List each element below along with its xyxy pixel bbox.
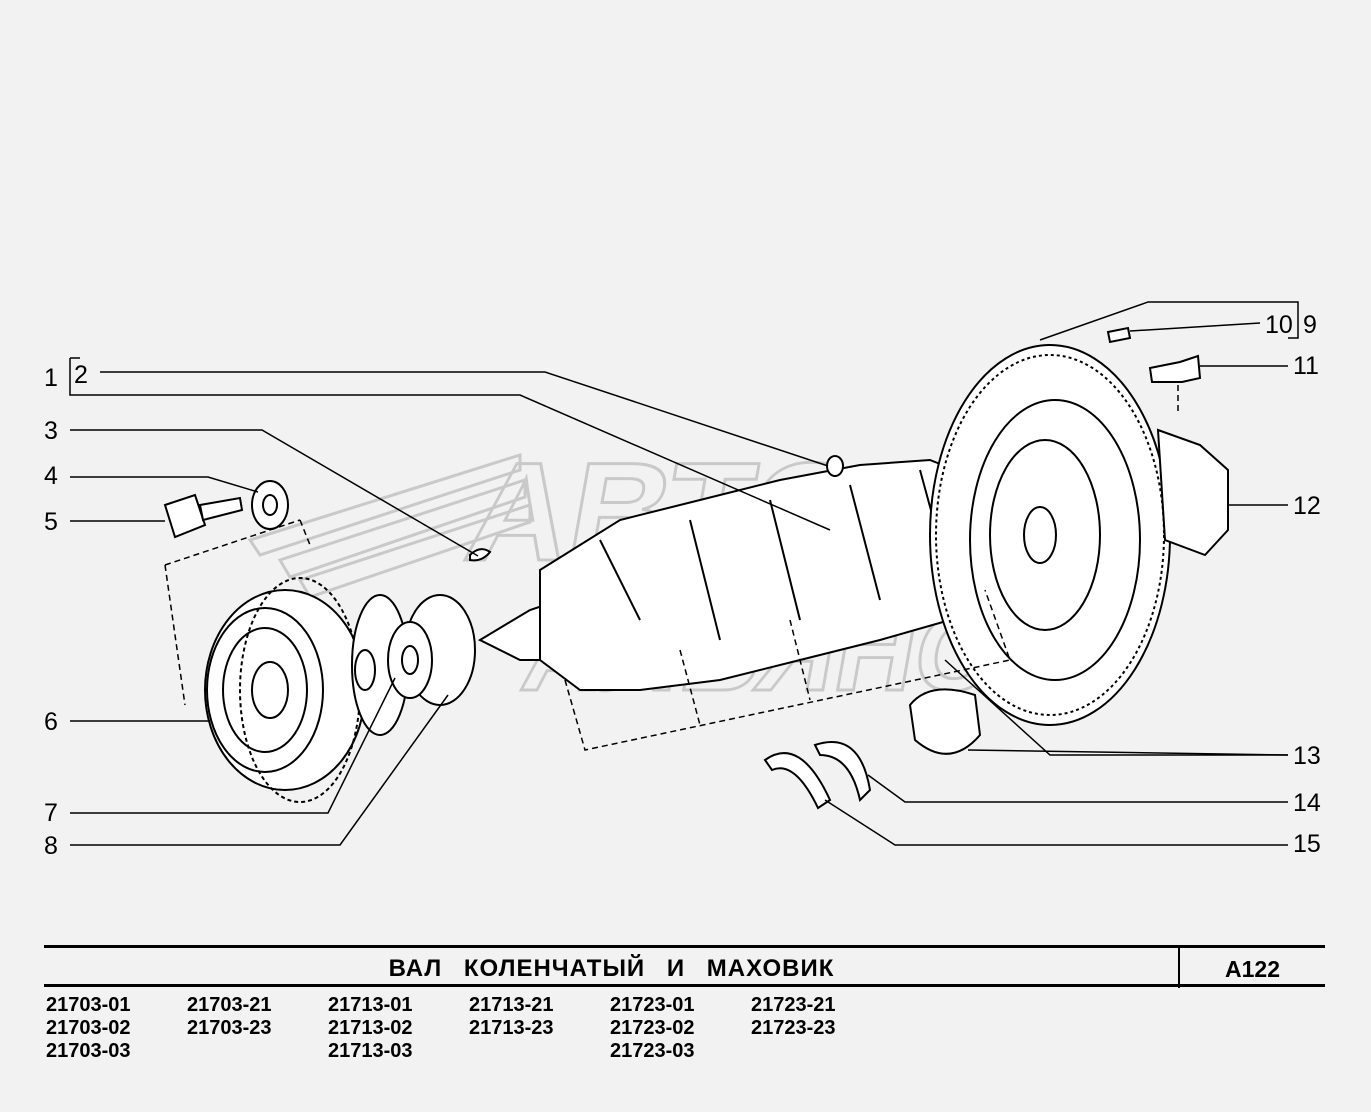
callout-7: 7 — [44, 799, 58, 827]
main-bearing-shell — [908, 688, 982, 755]
title-bar: ВАЛ КОЛЕНЧАТЫЙ И МАХОВИК А122 — [44, 945, 1325, 988]
model-column: 21713-21 21713-23 — [469, 994, 609, 1040]
diagram-title: ВАЛ КОЛЕНЧАТЫЙ И МАХОВИК — [388, 955, 835, 982]
parts-diagram: АВТО АЛЬЯНС — [69, 301, 1299, 846]
callout-14: 14 — [1293, 789, 1321, 817]
model-code: 21723-21 — [751, 994, 836, 1016]
flywheel-bolt — [1148, 354, 1202, 383]
thrust-half-ring-upper — [813, 741, 872, 802]
callout-4: 4 — [44, 462, 58, 490]
model-code: 21703-02 — [46, 1017, 131, 1039]
callout-1: 1 — [44, 364, 58, 392]
callout-12: 12 — [1293, 492, 1321, 520]
model-code: 21723-03 — [610, 1040, 695, 1062]
callout-10: 10 — [1265, 311, 1293, 339]
callout-6: 6 — [44, 708, 58, 736]
callout-5: 5 — [44, 508, 58, 536]
page-code: А122 — [1225, 956, 1280, 982]
callout-15: 15 — [1293, 830, 1321, 858]
model-column: 21723-01 21723-02 21723-03 — [610, 994, 750, 1063]
model-code: 21703-23 — [187, 1017, 272, 1039]
model-code: 21703-21 — [187, 994, 272, 1016]
model-code: 21703-01 — [46, 994, 131, 1016]
callout-9: 9 — [1303, 311, 1317, 339]
toothed-pulley — [387, 594, 476, 706]
callout-2: 2 — [74, 361, 88, 389]
model-code: 21703-03 — [46, 1040, 131, 1062]
model-column: 21703-01 21703-02 21703-03 — [46, 994, 186, 1063]
model-column: 21723-21 21723-23 — [751, 994, 891, 1040]
pulley — [204, 577, 366, 803]
thrust-half-ring-lower — [763, 752, 832, 810]
model-code: 21713-01 — [328, 994, 413, 1016]
callout-13: 13 — [1293, 742, 1321, 770]
title-divider — [1178, 948, 1180, 988]
model-code: 21723-02 — [610, 1017, 695, 1039]
washer — [251, 480, 289, 530]
model-code: 21713-23 — [469, 1017, 554, 1039]
bolt-plate — [1156, 428, 1229, 557]
pulley-bolt — [163, 493, 244, 539]
model-code: 21713-21 — [469, 994, 554, 1016]
model-column: 21713-01 21713-02 21713-03 — [328, 994, 468, 1063]
model-code: 21713-03 — [328, 1040, 413, 1062]
assembly-lines — [164, 385, 1179, 751]
dowel-pin — [1106, 326, 1132, 344]
model-code: 21713-02 — [328, 1017, 413, 1039]
leader-lines — [69, 301, 1299, 846]
model-column: 21703-21 21703-23 — [187, 994, 327, 1040]
callout-11: 11 — [1293, 352, 1319, 380]
callout-3: 3 — [44, 417, 58, 445]
model-code: 21723-23 — [751, 1017, 836, 1039]
callout-8: 8 — [44, 832, 58, 860]
flywheel — [929, 344, 1171, 726]
key — [469, 548, 492, 562]
model-code: 21723-01 — [610, 994, 695, 1016]
